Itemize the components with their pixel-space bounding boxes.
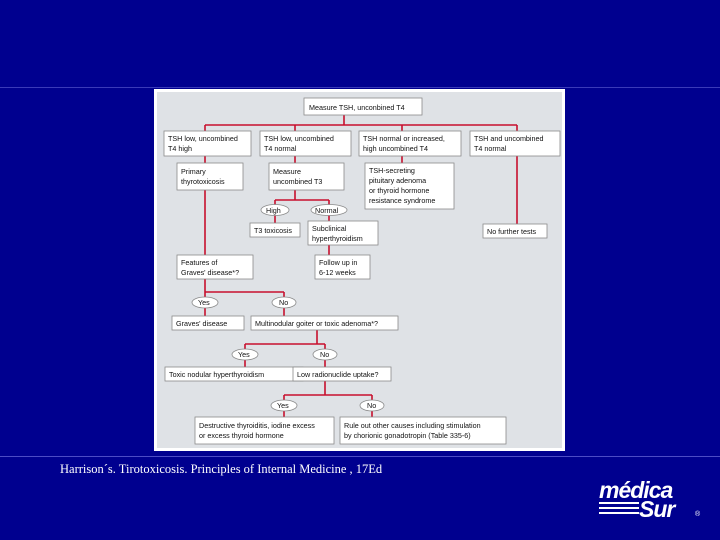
yes-oval-label-1: Yes [198, 298, 210, 307]
logo-word-top: médica [599, 477, 673, 503]
top-divider-line [0, 87, 720, 88]
measure-t3-line2: uncombined T3 [273, 177, 322, 186]
t3-toxicosis-label: T3 toxicosis [254, 226, 292, 235]
destructive-line2: or excess thyroid hormone [199, 431, 284, 440]
logo-registered-mark: ® [695, 511, 701, 518]
medica-sur-logo: médica Sur ® [599, 478, 703, 522]
case-b-line1: TSH low, uncombined [264, 134, 334, 143]
subclinical-line2: hyperthyroidism [312, 234, 363, 243]
root-box-label: Measure TSH, unconbined T4 [309, 103, 405, 112]
case-d-line1: TSH and uncombined [474, 134, 544, 143]
box-shapes [163, 97, 561, 445]
case-b-line2: T4 normal [264, 144, 297, 153]
no-oval-label-3: No [367, 401, 376, 410]
no-further-tests-label: No further tests [487, 227, 537, 236]
yes-oval-label-2: Yes [238, 350, 250, 359]
tsh-secreting-line4: resistance syndrome [369, 196, 435, 205]
case-d-line2: T4 normal [474, 144, 507, 153]
follow-up-line2: 6-12 weeks [319, 268, 356, 277]
rule-out-line1: Rule out other causes including stimulat… [344, 421, 481, 430]
logo-word-bottom: Sur [639, 496, 675, 522]
measure-t3-line1: Measure [273, 167, 301, 176]
low-uptake-label: Low radionuclide uptake? [297, 370, 379, 379]
graves-features-line2: Graves' disease*? [181, 268, 239, 277]
citation-caption: Harrison´s. Tirotoxicosis. Principles of… [60, 462, 383, 476]
primary-line2: thyrotoxicosis [181, 177, 225, 186]
toxic-nodular-label: Toxic nodular hyperthyroidism [169, 370, 264, 379]
case-a-line1: TSH low, uncombined [168, 134, 238, 143]
flowchart-figure: Measure TSH, unconbined T4 TSH low, unco… [154, 89, 565, 451]
graves-disease-label: Graves' disease [176, 319, 227, 328]
tsh-secreting-line2: pituitary adenoma [369, 176, 426, 185]
tsh-secreting-line3: or thyroid hormone [369, 186, 429, 195]
case-c-line2: high uncombined T4 [363, 144, 428, 153]
subclinical-line1: Subclinical [312, 224, 347, 233]
primary-line1: Primary [181, 167, 206, 176]
destructive-line1: Destructive thyroiditis, iodine excess [199, 421, 315, 430]
no-oval-label-1: No [279, 298, 288, 307]
logo-stripes [599, 502, 639, 518]
multinodular-label: Multinodular goiter or toxic adenoma*? [255, 319, 378, 328]
rule-out-line2: by chorionic gonadotropin (Table 335-6) [344, 431, 471, 440]
bottom-divider-line [0, 456, 720, 457]
high-oval-label: High [266, 206, 281, 215]
follow-up-line1: Follow up in [319, 258, 357, 267]
flowchart-diagram: Measure TSH, unconbined T4 TSH low, unco… [163, 97, 561, 445]
flowchart-background: Measure TSH, unconbined T4 TSH low, unco… [157, 92, 562, 448]
no-oval-label-2: No [320, 350, 329, 359]
yes-oval-label-3: Yes [277, 401, 289, 410]
graves-features-line1: Features of [181, 258, 217, 267]
case-c-line1: TSH normal or increased, [363, 134, 445, 143]
case-a-line2: T4 high [168, 144, 192, 153]
tsh-secreting-line1: TSH-secreting [369, 166, 415, 175]
normal-oval-label: Normal [315, 206, 339, 215]
connector-lines [204, 115, 518, 417]
